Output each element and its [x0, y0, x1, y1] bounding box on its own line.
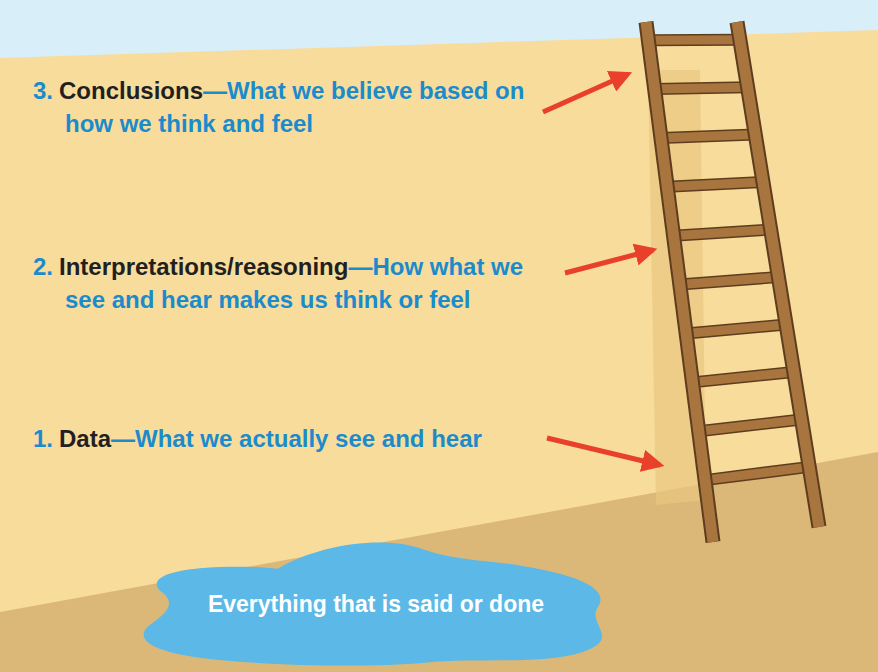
ladder-rung [655, 87, 748, 89]
step-number: 3. [33, 77, 53, 104]
ladder-rung [648, 34, 740, 47]
leader-arrow [543, 74, 628, 112]
step-title: Data [59, 425, 111, 452]
ladder-rung [680, 277, 779, 285]
ladder-rung [705, 467, 809, 480]
ladder-rung [699, 419, 802, 431]
ladder-rung [648, 35, 740, 45]
step-number: 1. [33, 425, 53, 452]
ladder-rung [699, 419, 802, 431]
ladder-step: 2.Interpretations/reasoning—How what we … [33, 250, 548, 316]
leader-arrow [547, 438, 660, 465]
ladder-step: 1.Data—What we actually see and hear [33, 422, 548, 455]
ladder-rung [655, 87, 748, 89]
ladder-rung [692, 372, 793, 382]
ladder-rung [661, 135, 755, 138]
ladder-rung [667, 182, 763, 187]
ladder-rung [705, 467, 809, 480]
floor [0, 452, 878, 672]
step-title: Conclusions [59, 77, 203, 104]
ladder-rung [661, 135, 755, 138]
ladder-rung [674, 230, 771, 236]
ladder-rung [686, 324, 786, 333]
ladder-rung [680, 277, 779, 285]
ladder [646, 22, 819, 542]
ladder-rung [686, 324, 786, 333]
ladder-rung [667, 182, 763, 187]
puddle-text: Everything that is said or done [208, 591, 544, 618]
ladder-step: 3.Conclusions—What we believe based on h… [33, 74, 548, 140]
ladder-rung [674, 230, 771, 236]
ladder-rung [692, 372, 793, 382]
step-title: Interpretations/reasoning [59, 253, 348, 280]
step-description: —What we actually see and hear [111, 425, 482, 452]
leader-arrow [565, 250, 653, 273]
step-number: 2. [33, 253, 53, 280]
ladder-rail [737, 22, 819, 527]
puddle-shape: Everything that is said or done [130, 534, 622, 668]
ladder-rail [737, 22, 819, 527]
